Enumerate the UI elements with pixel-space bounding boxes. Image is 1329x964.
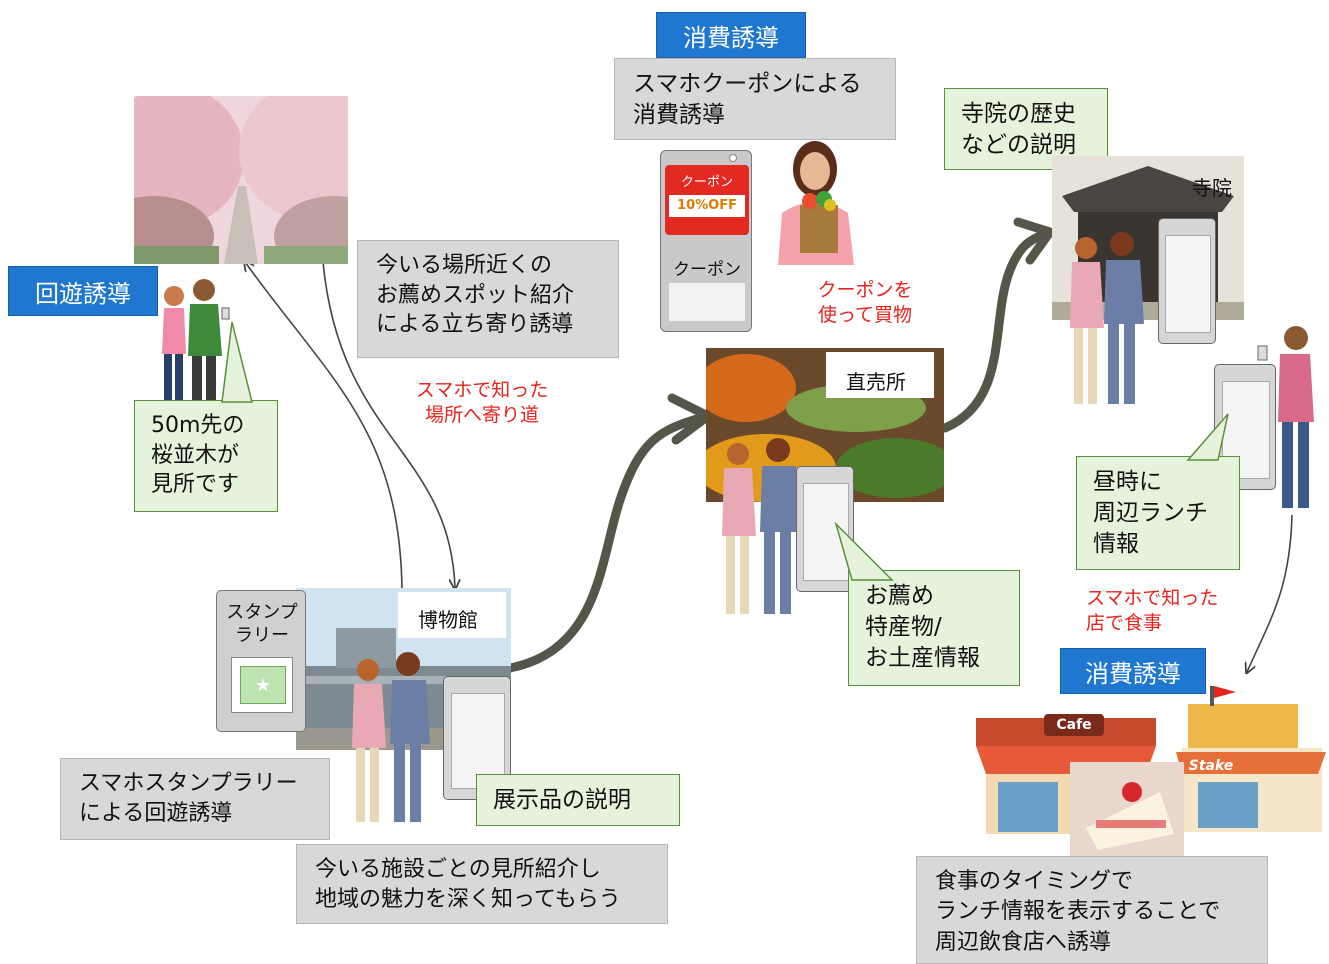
stamp-card: ★ <box>231 657 293 713</box>
sakura-info-callout: 50m先の 桜並木が 見所です <box>134 400 278 512</box>
stamp-rally-phone: スタンプ ラリー ★ <box>216 590 306 732</box>
note-use-coupon: クーポンを 使って買物 <box>817 279 913 326</box>
kiosk-device-temple <box>1158 218 1216 344</box>
star-stamp-icon: ★ <box>240 666 286 704</box>
arrow-museum-to-market <box>505 413 705 673</box>
coupon-discount-text: 10%OFF <box>669 195 745 217</box>
callout-pointer <box>221 321 253 403</box>
lunch-info-callout: 昼時に 周辺ランチ 情報 <box>1076 456 1240 570</box>
tag-circulation: 回遊誘導 <box>8 266 158 316</box>
cake-photo <box>1070 762 1184 858</box>
temple-label: 寺院 <box>1192 176 1232 200</box>
callout-pointer <box>834 522 894 581</box>
market-label-bg <box>826 352 934 398</box>
couple-illustration <box>162 279 230 400</box>
women-illustration-museum <box>352 652 430 822</box>
sakura-photo <box>134 96 348 264</box>
steak-sign: Stake <box>1188 758 1234 774</box>
callout-pointer <box>1186 413 1229 461</box>
cafe-sign: Cafe <box>1044 714 1104 736</box>
market-label: 直売所 <box>846 370 906 394</box>
souvenir-callout: お薦め 特産物/ お土産情報 <box>848 570 1020 686</box>
museum-label: 博物館 <box>418 608 478 632</box>
women-illustration-temple <box>1070 232 1144 404</box>
shopper-woman-illustration <box>778 141 854 265</box>
facility-spot-box: 今いる施設ごとの見所紹介し 地域の魅力を深く知ってもらう <box>296 844 668 924</box>
temple-history-callout: 寺院の歴史 などの説明 <box>944 88 1108 170</box>
stamp-rally-box: スマホスタンプラリー による回遊誘導 <box>60 758 330 840</box>
phone-camera-icon <box>729 154 737 162</box>
kiosk-screen <box>1165 235 1211 333</box>
tag-consumption-top: 消費誘導 <box>656 12 806 58</box>
arrow-museum-to-sakura <box>245 262 403 591</box>
women-illustration-market <box>722 438 800 614</box>
tag-consumption-right: 消費誘導 <box>1060 648 1206 694</box>
exhibit-callout: 展示品の説明 <box>476 774 680 826</box>
coupon-guidance-box: スマホクーポンによる 消費誘導 <box>614 58 896 140</box>
coupon-phone-caption: クーポン <box>673 260 741 280</box>
note-detour: スマホで知った 場所へ寄り道 <box>415 379 549 426</box>
arrow-to-restaurant <box>1247 514 1293 672</box>
coupon-card: クーポン 10%OFF <box>665 165 749 235</box>
phone-screen <box>669 283 745 321</box>
nearby-spot-box: 今いる場所近くの お薦めスポット紹介 による立ち寄り誘導 <box>357 240 619 358</box>
steakhouse-building-illustration <box>1176 686 1326 832</box>
arrow-sakura-to-museum <box>322 261 455 588</box>
coupon-phone: クーポン 10%OFF クーポン <box>660 150 752 332</box>
stamp-rally-label: スタンプ ラリー <box>226 602 298 647</box>
museum-label-bg <box>398 592 506 638</box>
arrow-market-to-temple <box>940 229 1050 433</box>
note-eat: スマホで知った 店で食事 <box>1086 587 1219 634</box>
woman-with-phone-illustration <box>1257 326 1314 508</box>
kiosk-screen <box>451 693 505 789</box>
meal-guidance-box: 食事のタイミングで ランチ情報を表示することで 周辺飲食店へ誘導 <box>916 856 1268 964</box>
coupon-banner-text: クーポン <box>680 175 733 190</box>
